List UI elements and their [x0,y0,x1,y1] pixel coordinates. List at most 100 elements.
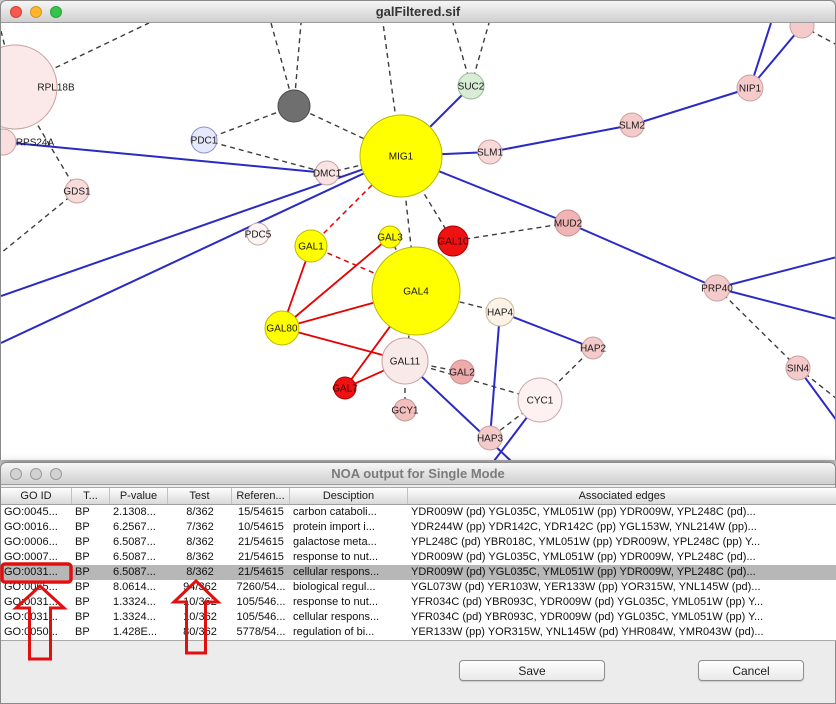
network-node-sin4[interactable] [785,355,811,381]
zoom-button[interactable] [50,5,62,18]
network-edge[interactable] [452,222,569,242]
node-label: SUC2 [458,82,485,93]
network-edge[interactable] [801,25,835,45]
network-node-mud2[interactable] [554,209,582,237]
table-cell: YDR009W (pd) YGL035C, YML051W (pp) YDR00… [411,551,756,563]
column-header[interactable]: Associated edges [408,488,836,504]
table-cell: YGL073W (pd) YER103W, YER133W (pp) YOR31… [411,581,761,593]
network-edge[interactable] [716,287,799,369]
network-node-rpl18b[interactable] [1,44,58,130]
network-node-gal2[interactable] [449,359,475,385]
network-node-unlabeled[interactable] [789,23,815,39]
network-node-gal1[interactable] [294,229,328,263]
table-cell: cellular respons... [293,566,380,578]
window-controls [10,467,62,480]
table-cell: 5778/54... [236,626,286,638]
network-edge[interactable] [567,222,718,289]
table-cell: 6.5087... [113,566,156,578]
network-node-slm2[interactable] [619,112,645,138]
network-edge[interactable] [281,236,391,329]
node-label: GAL7 [332,384,358,395]
column-header[interactable]: Referen... [232,488,290,504]
network-node-hap4[interactable] [485,297,515,327]
network-node-slm1[interactable] [477,139,503,165]
network-node-nip1[interactable] [736,74,764,102]
network-edge[interactable] [716,256,835,289]
network-node-suc2[interactable] [457,72,485,100]
zoom-button[interactable] [50,467,62,480]
cancel-button[interactable]: Cancel [698,660,804,681]
network-node-gcy1[interactable] [393,398,417,422]
column-header[interactable]: Desciption [290,488,408,504]
network-edge[interactable] [2,141,328,174]
table-cell: YDR009W (pd) YGL035C, YML051W (pp) YDR00… [411,566,756,578]
network-node-gal10[interactable] [437,225,469,257]
close-button[interactable] [10,467,22,480]
network-node-unlabeled[interactable] [277,89,311,123]
noa-window-titlebar: NOA output for Single Mode [1,463,835,485]
node-label: GAL4 [403,287,429,298]
network-edge[interactable] [1,155,402,344]
table-cell: cellular respons... [293,611,380,623]
network-edge[interactable] [489,124,633,153]
network-node-pdc5[interactable] [246,222,270,246]
network-edge[interactable] [716,287,835,320]
table-cell: 6.2567... [113,521,156,533]
network-node-gal11[interactable] [381,337,429,385]
network-edge[interactable] [404,360,541,401]
network-node-prp40[interactable] [703,274,731,302]
close-button[interactable] [10,5,22,18]
network-node-gal3[interactable] [378,225,402,249]
network-node-gds1[interactable] [64,178,90,204]
network-node-gal7[interactable] [333,376,357,400]
node-label: MUD2 [554,219,583,230]
network-edge[interactable] [499,311,594,349]
node-label: GAL10 [437,237,469,248]
network-edge[interactable] [203,139,328,174]
column-header[interactable]: T... [72,488,110,504]
network-edge[interactable] [631,87,751,126]
network-edge[interactable] [14,23,150,88]
minimize-button[interactable] [30,467,42,480]
node-label: PDC5 [245,230,272,241]
network-window-title: galFiltered.sif [375,4,461,19]
network-node-rps24a[interactable] [1,128,17,156]
table-cell: GO:0045... [4,506,58,518]
network-edge[interactable] [400,155,454,242]
network-node-gal4[interactable] [371,246,461,336]
column-header[interactable]: Test [168,488,232,504]
network-node-mig1[interactable] [359,114,443,198]
network-node-hap3[interactable] [477,425,503,451]
node-label: CYC1 [527,396,554,407]
network-edge[interactable] [489,311,501,439]
network-node-dmc1[interactable] [314,160,340,186]
network-edge[interactable] [310,155,402,247]
table-cell: 8/362 [186,566,214,578]
node-label: MIG1 [389,152,414,163]
column-header[interactable]: P-value [110,488,168,504]
table-cell: 8/362 [186,551,214,563]
column-header[interactable]: GO ID [1,488,72,504]
save-button[interactable]: Save [459,660,605,681]
node-label: PRP40 [701,284,733,295]
network-node-gal80[interactable] [264,310,300,346]
network-edge[interactable] [1,190,78,254]
network-node-hap2[interactable] [581,336,605,360]
network-edge[interactable] [293,105,402,157]
network-edge[interactable] [310,245,417,292]
minimize-button[interactable] [30,5,42,18]
network-node-pdc1[interactable] [190,126,218,154]
network-node-cyc1[interactable] [517,377,563,423]
network-edge[interactable] [203,105,295,141]
